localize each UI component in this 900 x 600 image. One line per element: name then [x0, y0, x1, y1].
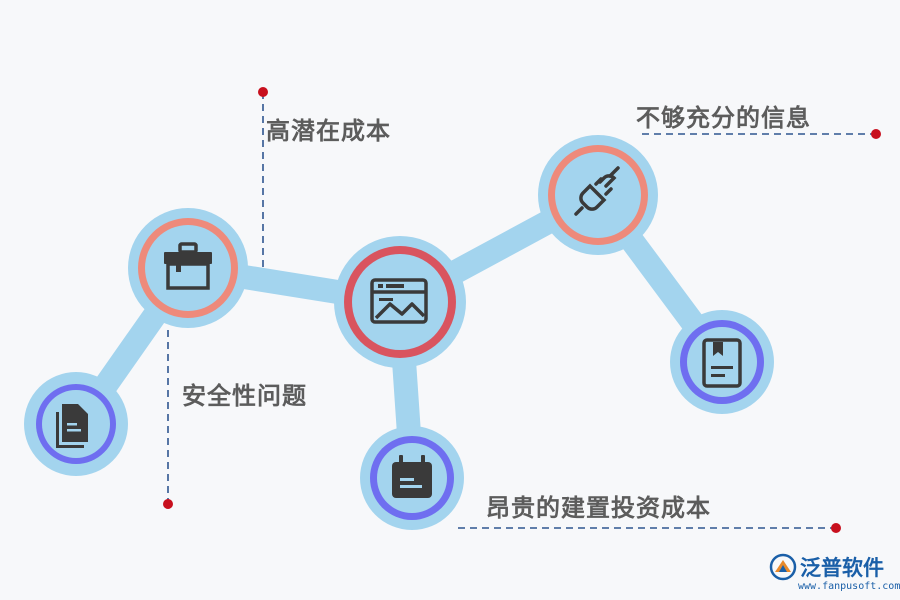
- label-expensive-build-cost: 昂贵的建置投资成本: [486, 494, 711, 522]
- plug-icon: [574, 166, 620, 216]
- node-briefcase: [128, 208, 248, 328]
- logo-mark-icon: [769, 553, 797, 581]
- book-icon: [702, 338, 742, 388]
- leader-dot-safety: [163, 499, 173, 509]
- label-insufficient-info: 不够充分的信息: [636, 104, 811, 132]
- leader-dot-build-cost: [831, 523, 841, 533]
- image-board-icon: [370, 278, 428, 324]
- node-book: [670, 310, 774, 414]
- leader-dots: [163, 87, 881, 533]
- document-icon: [56, 404, 88, 448]
- label-high-potential-cost: 高潜在成本: [266, 117, 391, 145]
- calendar-icon: [392, 455, 432, 498]
- node-image-board: [334, 236, 466, 368]
- node-documents: [24, 372, 128, 476]
- node-calendar: [360, 426, 464, 530]
- leader-dot-info: [871, 129, 881, 139]
- label-safety-issue: 安全性问题: [182, 382, 307, 410]
- leader-dot-high-cost: [258, 87, 268, 97]
- leader-lines: [167, 92, 876, 529]
- logo-brand: 泛普软件: [800, 556, 884, 580]
- briefcase-icon: [164, 242, 212, 290]
- logo-url: www.fanpusoft.com: [798, 581, 900, 592]
- node-plug: [538, 135, 658, 255]
- watermark-logo: 泛普软件 www.fanpusoft.com: [768, 552, 900, 598]
